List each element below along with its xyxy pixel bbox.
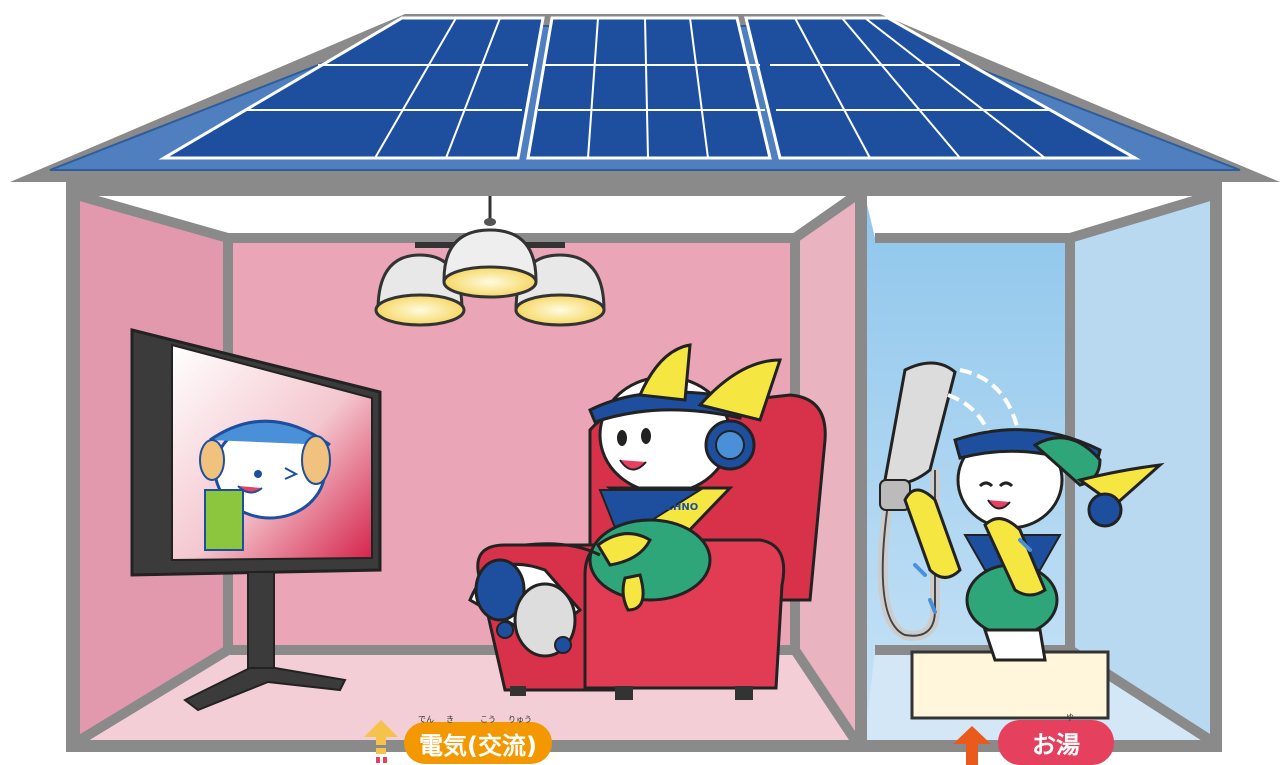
up-arrow-icon	[364, 720, 398, 763]
shower-icon	[877, 361, 1022, 641]
electricity-ruby-4: りゅう	[508, 715, 532, 724]
electricity-ruby-2: き	[446, 715, 454, 724]
hot-water-label: お湯	[998, 720, 1114, 765]
character-showering	[903, 428, 1165, 662]
tv-icon	[130, 328, 382, 712]
cap-logo-text: TECHNO	[652, 502, 698, 513]
electricity-ruby-1: でん	[418, 715, 434, 724]
solar-panel-icon	[158, 16, 1141, 160]
character-sitting: TECHNO	[468, 343, 783, 658]
bathtub-icon	[910, 650, 1110, 720]
electricity-label: 電気(交流)	[404, 722, 552, 764]
hot-water-ruby: ゆ	[1066, 713, 1074, 722]
hot-water-arrow-icon	[953, 726, 991, 765]
electricity-ruby-3: こう	[480, 715, 496, 724]
pendant-lamp-icon	[374, 196, 606, 327]
